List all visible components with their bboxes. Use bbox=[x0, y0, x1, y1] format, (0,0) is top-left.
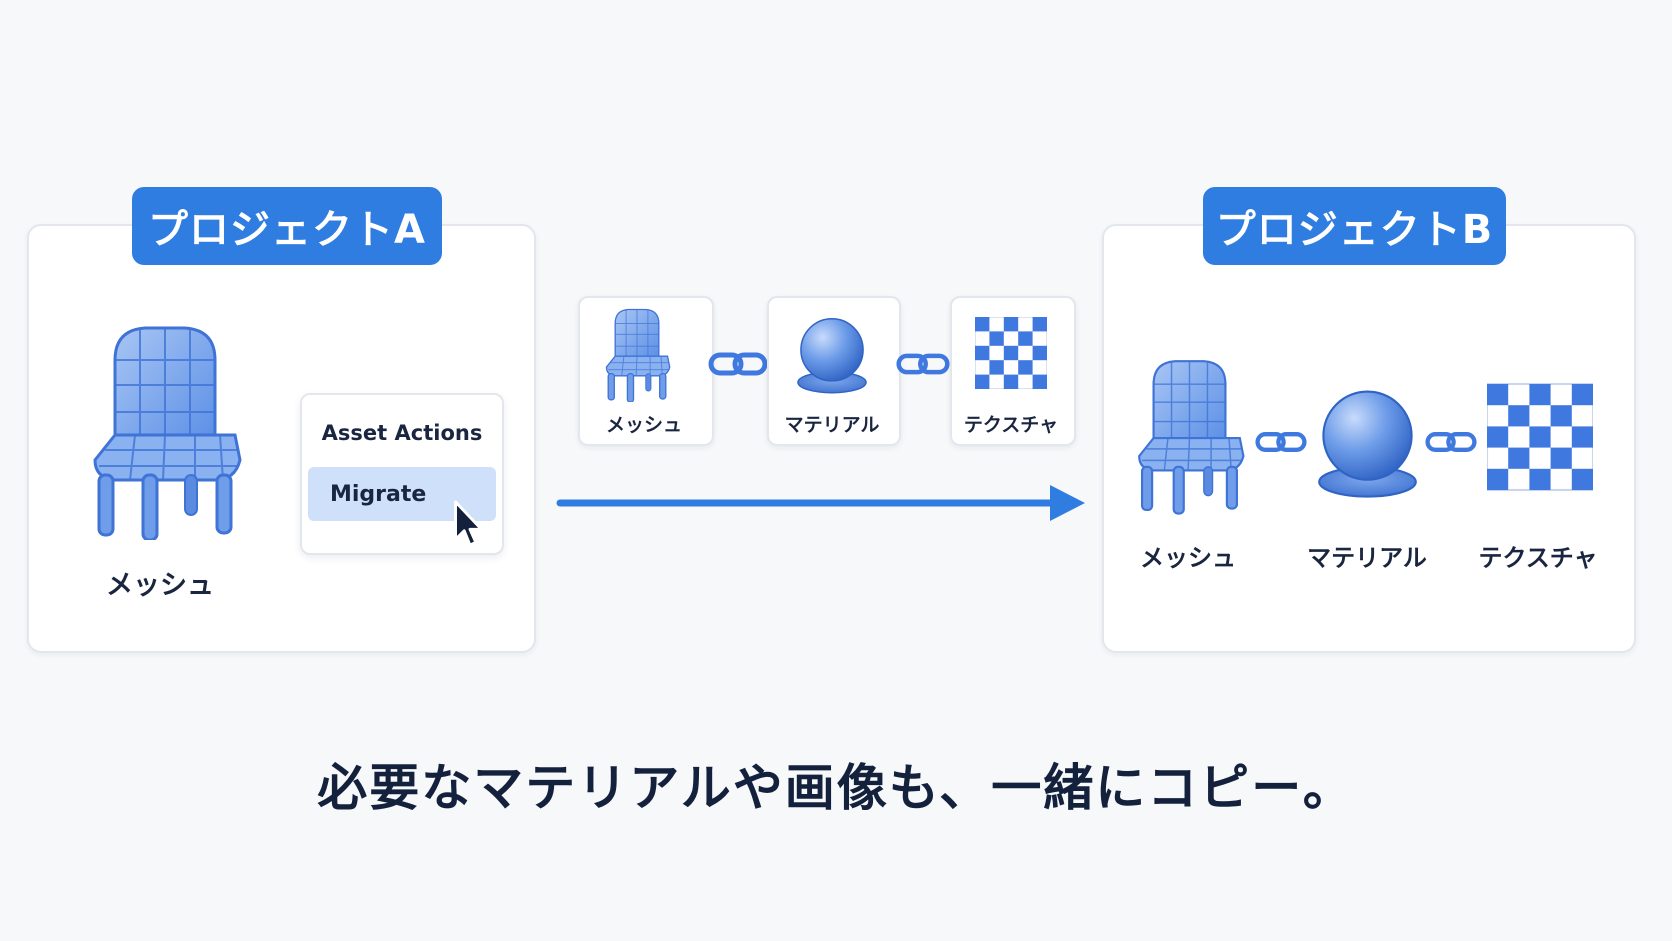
mouse-cursor-icon bbox=[454, 500, 484, 547]
chain-texture-caption: テクスチャ bbox=[963, 414, 1059, 436]
chair-mesh-icon bbox=[85, 320, 245, 540]
project-a-label: プロジェクトA bbox=[132, 187, 442, 265]
project-b-material-caption: マテリアル bbox=[1307, 544, 1427, 572]
footer-message: 必要なマテリアルや画像も、一緒にコピー。 bbox=[317, 759, 1355, 817]
migrate-menu-item[interactable]: Migrate bbox=[308, 467, 496, 521]
chain-mesh-caption: メッシュ bbox=[605, 414, 682, 436]
chain-link-icon bbox=[708, 349, 768, 379]
project-b-mesh-caption: メッシュ bbox=[1140, 544, 1236, 572]
chain-link-icon bbox=[1255, 428, 1307, 456]
sphere-material-icon bbox=[1315, 384, 1420, 502]
project-b-label: プロジェクトB bbox=[1203, 187, 1506, 265]
asset-actions-title: Asset Actions bbox=[321, 421, 483, 445]
chair-mesh-icon bbox=[1132, 342, 1247, 527]
checker-texture-icon bbox=[1487, 382, 1593, 492]
chain-link-icon bbox=[896, 349, 950, 379]
arrow-right-icon bbox=[556, 485, 1085, 521]
checker-texture-icon bbox=[975, 317, 1047, 389]
sphere-material-icon bbox=[795, 314, 869, 396]
project-b-texture-caption: テクスチャ bbox=[1478, 544, 1598, 572]
chair-mesh-icon bbox=[602, 306, 672, 402]
project-a-mesh-caption: メッシュ bbox=[106, 570, 214, 601]
asset-actions-menu: Asset Actions Migrate bbox=[300, 393, 504, 555]
chain-link-icon bbox=[1425, 428, 1477, 456]
chain-material-caption: マテリアル bbox=[784, 414, 880, 436]
